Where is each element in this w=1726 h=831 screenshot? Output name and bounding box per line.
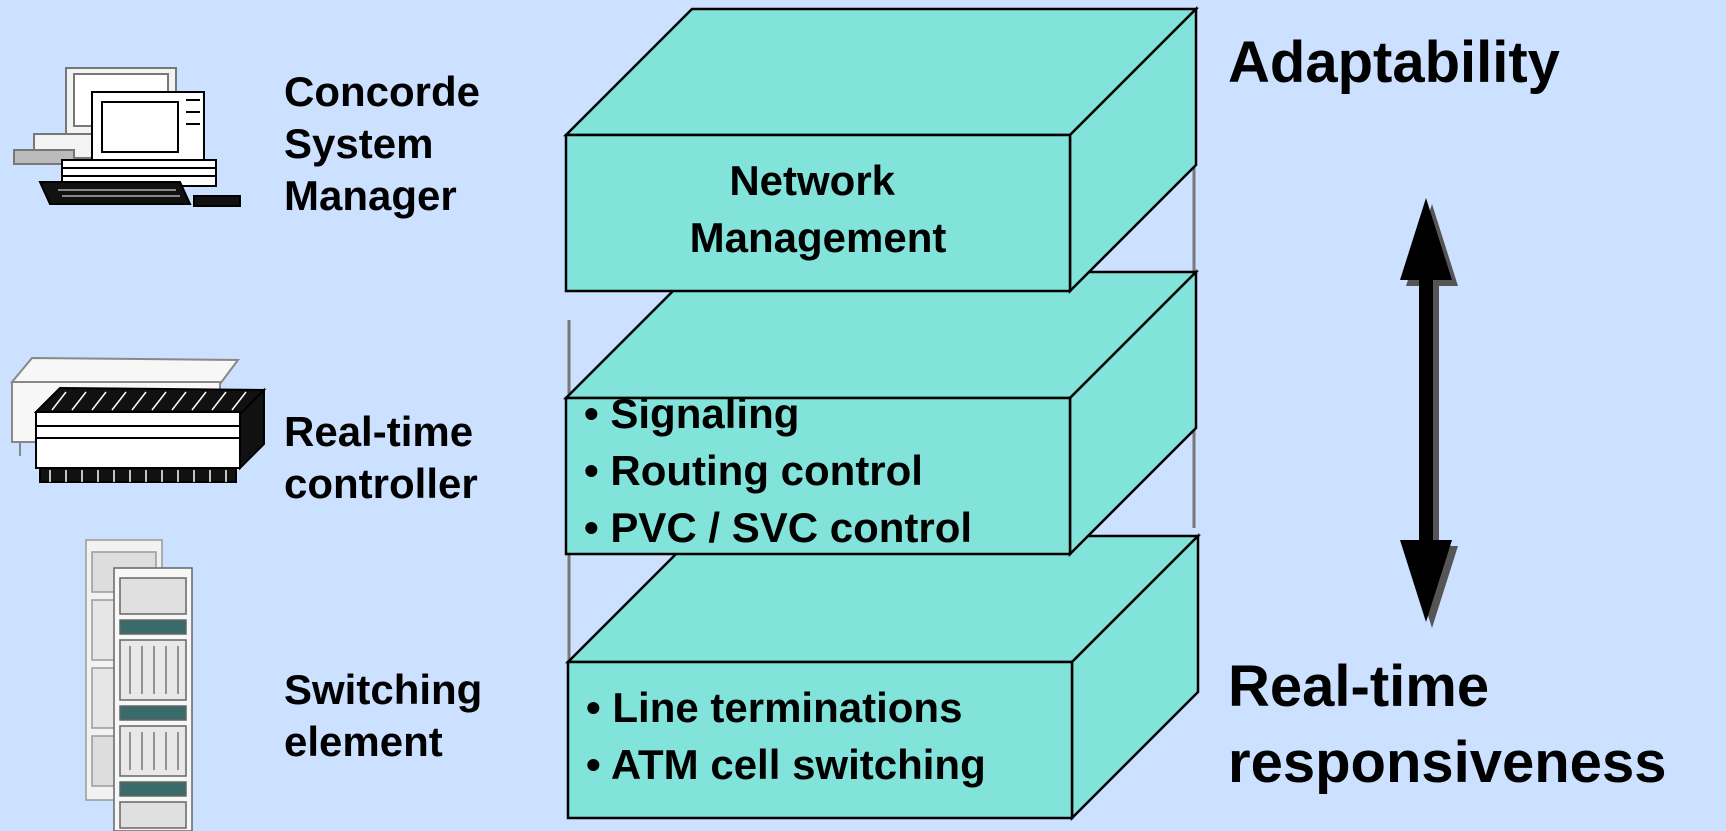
controller-line-1: Real-time	[284, 408, 473, 455]
switching-bullet-line-terminations: • Line terminations	[586, 684, 962, 731]
network-management-line-1: Network	[729, 157, 895, 204]
system-manager-line-1: Concorde	[284, 68, 480, 115]
switching-bullet-atm: • ATM cell switching	[586, 741, 986, 788]
switching-layer-box	[564, 532, 1202, 822]
double-headed-arrow-icon	[1400, 198, 1458, 628]
system-manager-label: Concorde System Manager	[284, 68, 492, 219]
network-management-text: Network Management	[690, 157, 947, 261]
server-chassis-icon	[9, 356, 267, 483]
controller-line-2: controller	[284, 460, 478, 507]
switching-line-2: element	[284, 718, 443, 765]
network-management-line-2: Management	[690, 214, 947, 261]
switching-line-1: Switching	[284, 666, 482, 713]
switching-layer-text: • Line terminations • ATM cell switching	[586, 684, 986, 788]
controller-bullet-routing: • Routing control	[584, 447, 923, 494]
adaptability-label: Adaptability	[1228, 30, 1560, 95]
controller-label: Real-time controller	[284, 408, 485, 507]
switching-label: Switching element	[284, 666, 494, 765]
responsiveness-line-2: responsiveness	[1228, 730, 1666, 795]
controller-bullet-pvc-svc: • PVC / SVC control	[584, 504, 972, 551]
responsiveness-line-1: Real-time	[1228, 654, 1489, 719]
layer-stack	[562, 5, 1202, 822]
system-manager-line-2: System	[284, 120, 433, 167]
controller-bullet-signaling: • Signaling	[584, 390, 799, 437]
computer-workstation-icon	[13, 67, 241, 207]
controller-layer-box	[562, 268, 1200, 558]
network-management-box	[562, 5, 1200, 295]
equipment-rack-icon	[85, 539, 193, 831]
system-manager-line-3: Manager	[284, 172, 457, 219]
controller-layer-text: • Signaling • Routing control • PVC / SV…	[584, 390, 972, 551]
responsiveness-label: Real-time responsiveness	[1228, 654, 1666, 795]
